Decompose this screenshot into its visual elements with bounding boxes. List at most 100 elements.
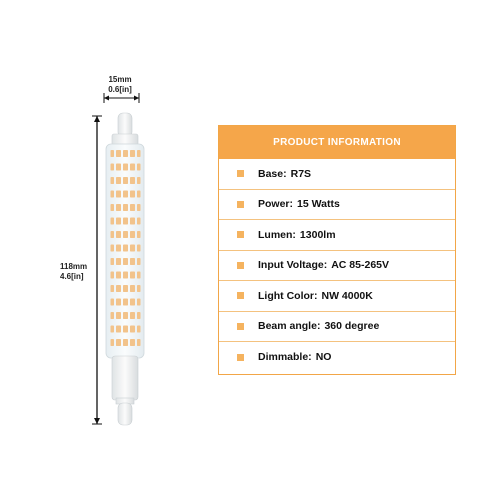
led-chip: [116, 271, 121, 279]
led-chip-array: [110, 150, 141, 346]
led-chip: [130, 231, 135, 238]
product-information-panel: PRODUCT INFORMATION Base: R7S Power: 15 …: [218, 125, 456, 375]
width-dimension-line: [103, 93, 140, 103]
bullet-icon: [237, 170, 244, 178]
led-chip: [123, 298, 128, 306]
led-chip: [130, 150, 135, 157]
led-chip: [130, 190, 135, 198]
led-chip: [130, 204, 135, 211]
led-chip: [110, 339, 114, 346]
led-chip: [130, 325, 135, 333]
row-value: 1300lm: [299, 228, 336, 241]
height-dimension-label: 118mm 4.6[in]: [60, 262, 92, 282]
led-chip: [116, 339, 121, 346]
led-chip: [110, 325, 114, 333]
info-rows: Base: R7S Power: 15 Watts Lumen: 1300lm …: [219, 159, 455, 373]
led-chip: [116, 150, 121, 157]
row-label: Beam angle:: [258, 320, 321, 333]
info-row-input-voltage: Input Voltage: AC 85-265V: [219, 251, 455, 281]
bullet-icon: [237, 322, 244, 330]
led-chip: [110, 190, 114, 198]
led-chip: [116, 325, 121, 333]
led-chip: [130, 271, 135, 279]
led-chip: [116, 217, 121, 225]
led-chip: [130, 339, 135, 346]
led-chip: [130, 258, 135, 265]
row-value: R7S: [290, 167, 312, 180]
width-mm: 15mm: [108, 75, 132, 84]
led-chip: [110, 177, 114, 184]
bullet-icon: [237, 292, 244, 300]
led-chip: [116, 177, 121, 184]
height-dimension-line: [92, 115, 102, 425]
led-chip: [116, 298, 121, 306]
info-row-dimmable: Dimmable: NO: [219, 342, 455, 373]
led-chip: [110, 150, 114, 157]
led-chip: [137, 258, 141, 265]
led-chip: [123, 217, 128, 225]
led-chip: [116, 190, 121, 198]
led-chip: [130, 217, 135, 225]
height-mm: 118mm: [60, 262, 88, 271]
led-chip: [116, 285, 121, 292]
info-row-power: Power: 15 Watts: [219, 190, 455, 220]
bottom-cap: [111, 355, 139, 426]
led-chip: [123, 244, 128, 252]
row-label: Input Voltage:: [258, 259, 328, 272]
panel-title: PRODUCT INFORMATION: [219, 126, 455, 159]
row-value: AC 85-265V: [331, 259, 389, 272]
height-in: 4.6[in]: [60, 272, 84, 281]
led-chip: [137, 325, 141, 333]
led-chip: [123, 271, 128, 279]
led-chip: [116, 244, 121, 252]
led-chip: [137, 204, 141, 211]
led-chip: [110, 244, 114, 252]
led-chip: [110, 231, 114, 238]
led-chip: [130, 312, 135, 319]
top-cap: [111, 112, 139, 147]
led-chip: [123, 177, 128, 184]
led-chip: [137, 339, 141, 346]
row-value: NO: [315, 351, 332, 364]
led-chip: [123, 285, 128, 292]
led-chip: [130, 163, 135, 171]
led-chip: [116, 163, 121, 171]
led-chip: [110, 285, 114, 292]
led-chip: [110, 298, 114, 306]
info-row-beam-angle: Beam angle: 360 degree: [219, 312, 455, 342]
led-chip: [116, 204, 121, 211]
led-chip: [123, 312, 128, 319]
bullet-icon: [237, 353, 244, 361]
row-value: 15 Watts: [297, 198, 340, 211]
led-chip: [110, 258, 114, 265]
led-chip: [110, 312, 114, 319]
led-chip: [110, 271, 114, 279]
row-label: Lumen:: [258, 228, 296, 241]
led-chip: [123, 339, 128, 346]
row-label: Dimmable:: [258, 351, 312, 364]
led-chip: [123, 150, 128, 157]
bullet-icon: [237, 231, 244, 239]
led-chip: [137, 190, 141, 198]
info-row-light-color: Light Color: NW 4000K: [219, 281, 455, 312]
row-value: NW 4000K: [321, 289, 373, 302]
led-chip: [110, 204, 114, 211]
led-chip: [137, 312, 141, 319]
led-chip: [137, 231, 141, 238]
row-label: Base:: [258, 167, 287, 180]
led-chip: [137, 177, 141, 184]
led-chip: [116, 231, 121, 238]
led-chip: [130, 244, 135, 252]
led-chip: [130, 298, 135, 306]
bullet-icon: [237, 200, 244, 208]
width-dimension-label: 15mm 0.6[in]: [100, 75, 140, 95]
led-chip: [110, 163, 114, 171]
row-value: 360 degree: [324, 320, 380, 333]
led-chip: [137, 298, 141, 306]
led-chip: [137, 285, 141, 292]
led-chip: [137, 244, 141, 252]
led-chip: [116, 312, 121, 319]
led-chip: [110, 217, 114, 225]
r7s-led-lamp-illustration: [92, 93, 145, 426]
led-chip: [123, 190, 128, 198]
